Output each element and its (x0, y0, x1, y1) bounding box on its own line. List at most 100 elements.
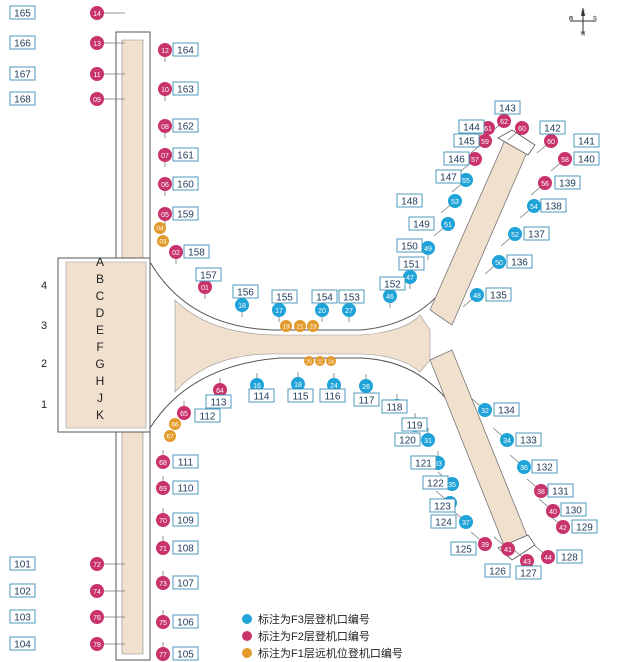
gate-dot-f2[interactable] (198, 280, 212, 294)
gate-dot-f2[interactable] (158, 148, 172, 162)
gate-dot-f2[interactable] (158, 119, 172, 133)
gate-dot-f2[interactable] (169, 245, 183, 259)
gate-dot-f2[interactable] (544, 134, 558, 148)
gate-label-box (9, 556, 36, 571)
gate-dot-number: 09 (93, 97, 101, 104)
gate-dot-f3[interactable] (327, 378, 341, 392)
gate-dot-f2[interactable] (158, 177, 172, 191)
gate-dot-f2[interactable] (90, 92, 104, 106)
gate-dot-f2[interactable] (156, 481, 170, 495)
gate-dot-f2[interactable] (90, 36, 104, 50)
gate-dot-f2[interactable] (90, 6, 104, 20)
gate-dot-f2[interactable] (497, 114, 511, 128)
f1-gate-dot[interactable] (326, 356, 336, 366)
gate-dot-f2[interactable] (478, 537, 492, 551)
f1-gate-dot[interactable] (154, 222, 166, 234)
f1-gate-dot[interactable] (169, 418, 181, 430)
f1-gate-dot[interactable] (294, 320, 306, 332)
compass-east: 东 (592, 15, 597, 22)
gate-dot-f2[interactable] (556, 520, 570, 534)
gate-dot-f3[interactable] (517, 460, 531, 474)
gate-dot-f3[interactable] (478, 403, 492, 417)
gate-dot-f3[interactable] (421, 241, 435, 255)
gate-dot-f2[interactable] (515, 121, 529, 135)
gate-dot-f2[interactable] (538, 176, 552, 190)
legend-dot-f2 (242, 630, 252, 641)
gate-dot-f2[interactable] (534, 484, 548, 498)
gate-dot-f2[interactable] (90, 610, 104, 624)
gate-number: 127 (520, 569, 537, 580)
gate-dot-f3[interactable] (235, 298, 249, 312)
gate-dot-f3[interactable] (459, 173, 473, 187)
gate-dot-number: 70 (159, 518, 167, 525)
gate-dot-f2[interactable] (90, 637, 104, 651)
gate-dot-f3[interactable] (448, 194, 462, 208)
gate-label-box (453, 133, 480, 148)
gate-dot-f2[interactable] (213, 383, 227, 397)
gate-label-box (319, 388, 346, 403)
gate-number: 103 (14, 613, 31, 624)
gate-label-box (556, 549, 583, 564)
gate-dot-f2[interactable] (546, 504, 560, 518)
gate-label-box (353, 392, 380, 407)
gate-label-box (172, 614, 199, 629)
gate-dot-f2[interactable] (501, 542, 515, 556)
gate-number: 125 (455, 545, 472, 556)
gate-number: 146 (448, 155, 465, 166)
gate-label-box (194, 408, 221, 423)
f1-gate-dot[interactable] (164, 430, 176, 442)
gate-dot-f2[interactable] (156, 615, 170, 629)
gate-dot-f3[interactable] (508, 227, 522, 241)
gate-dot-f2[interactable] (156, 513, 170, 527)
gate-dot-f3[interactable] (342, 303, 356, 317)
gate-dot-f2[interactable] (468, 152, 482, 166)
gate-dot-number: 18 (238, 303, 246, 310)
gate-label-box (394, 432, 421, 447)
gate-dot-f3[interactable] (527, 199, 541, 213)
gate-dot-f3[interactable] (315, 303, 329, 317)
gate-number: 164 (177, 46, 194, 57)
f1-gate-dot[interactable] (315, 356, 325, 366)
gate-dot-number: 55 (462, 178, 470, 185)
gate-dot-f2[interactable] (177, 406, 191, 420)
gate-dot-f3[interactable] (492, 255, 506, 269)
f1-gate-dot[interactable] (304, 356, 314, 366)
gate-dot-f3[interactable] (470, 288, 484, 302)
gate-dot-f2[interactable] (478, 134, 492, 148)
gate-number: 147 (440, 173, 457, 184)
gate-dot-f3[interactable] (250, 378, 264, 392)
section-letter: B (96, 272, 104, 286)
gate-dot-f2[interactable] (156, 647, 170, 661)
compass-west: 西 (568, 16, 573, 22)
gate-dot-f2[interactable] (90, 67, 104, 81)
gate-number: 109 (177, 516, 194, 527)
gate-dot-f2[interactable] (558, 152, 572, 166)
gate-label-box (493, 402, 520, 417)
gate-dot-f3[interactable] (421, 433, 435, 447)
gate-dot-f2[interactable] (541, 550, 555, 564)
gate-dot-f2[interactable] (156, 576, 170, 590)
gate-dot-f2[interactable] (158, 43, 172, 57)
gate-dot-number: 78 (93, 642, 101, 649)
gate-dot-f3[interactable] (459, 515, 473, 529)
gate-dot-f2[interactable] (156, 455, 170, 469)
gate-dot-f2[interactable] (520, 554, 534, 568)
gate-dot-f2[interactable] (90, 584, 104, 598)
gate-dot-f2[interactable] (158, 82, 172, 96)
f1-gate-dot[interactable] (280, 320, 292, 332)
f1-gate-dot[interactable] (157, 235, 169, 247)
gate-dot-f3[interactable] (383, 289, 397, 303)
gate-dot-f3[interactable] (403, 270, 417, 284)
gate-dot-f3[interactable] (291, 377, 305, 391)
gate-number: 110 (178, 484, 194, 495)
gate-dot-f2[interactable] (156, 541, 170, 555)
gate-dot-f2[interactable] (158, 207, 172, 221)
gate-dot-f2[interactable] (481, 121, 495, 135)
gate-dot-f3[interactable] (441, 217, 455, 231)
gate-dot-f3[interactable] (445, 477, 459, 491)
gate-dot-f2[interactable] (90, 557, 104, 571)
gate-dot-f3[interactable] (500, 433, 514, 447)
gate-dot-f3[interactable] (272, 303, 286, 317)
gate-dot-f3[interactable] (359, 379, 373, 393)
f1-gate-dot[interactable] (307, 320, 319, 332)
